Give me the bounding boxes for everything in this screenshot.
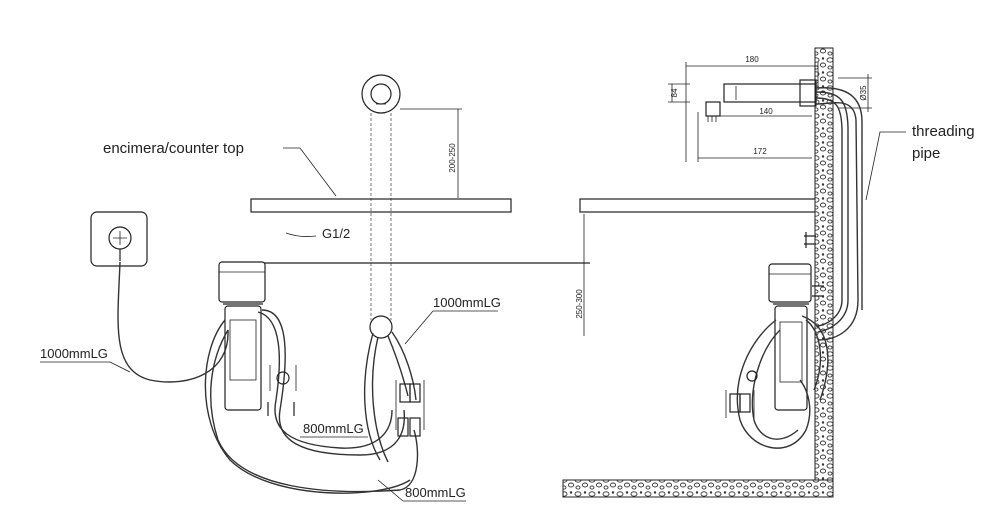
dim-spout-total: 180 xyxy=(745,55,759,64)
counter-top-leader xyxy=(283,147,337,197)
dim-wall-offset: Ø35 xyxy=(859,85,868,101)
faucet-top-view xyxy=(361,74,401,114)
dim-spout-depth: 172 xyxy=(753,147,767,156)
dim-counter-to-box: 250-300 xyxy=(575,289,584,319)
floor xyxy=(562,479,834,498)
dim-spout-reach: 140 xyxy=(759,107,773,116)
counter-top-label: encimera/counter top xyxy=(103,140,244,157)
control-box-left xyxy=(218,261,266,411)
threading-pipe xyxy=(815,87,863,341)
solenoid-valve-left xyxy=(267,365,297,416)
threading-pipe-label-2: pipe xyxy=(912,145,940,162)
control-box-right xyxy=(768,263,812,411)
counter-top-slab-right xyxy=(579,198,817,213)
dim-spout-height: 84 xyxy=(670,88,679,97)
threading-pipe-label-1: threading xyxy=(912,123,975,140)
cable-length-left: 1000mmLG xyxy=(40,346,108,361)
faucet-axis xyxy=(370,113,392,320)
faucet-hoses-left xyxy=(363,315,425,463)
counter-top-slab-left xyxy=(250,198,512,213)
cable-length-top: 1000mmLG xyxy=(433,295,501,310)
wall-spout xyxy=(705,79,817,122)
dim-faucet-height: 200-250 xyxy=(448,143,457,173)
cable-length-bottom: 800mmLG xyxy=(405,485,466,500)
wall xyxy=(814,47,834,485)
power-socket xyxy=(90,211,148,267)
power-cable xyxy=(117,261,229,383)
thread-size-label: G1/2 xyxy=(322,226,350,241)
cable-length-mid: 800mmLG xyxy=(303,421,364,436)
